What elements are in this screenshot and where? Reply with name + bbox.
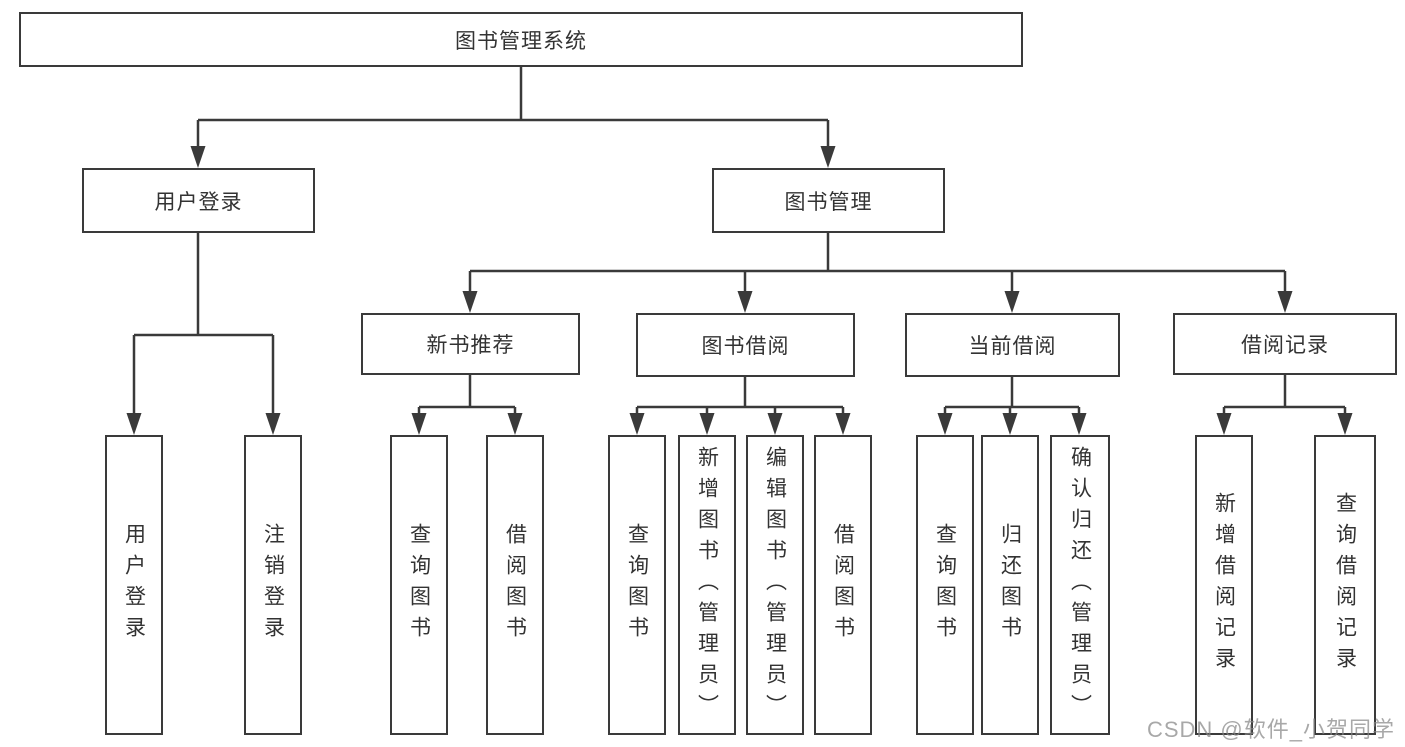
- node-label: 新增借阅记录: [1212, 492, 1236, 678]
- arrowhead-icon: [737, 291, 753, 313]
- node-borrowing-records: 借阅记录: [1173, 313, 1397, 375]
- node-label: 确认归还（管理员）: [1068, 445, 1092, 725]
- leaf-borrow-books: 借阅图书: [814, 435, 872, 735]
- csdn-watermark: CSDN @软件_小贺同学: [1146, 717, 1395, 742]
- leaf-return-books: 归还图书: [981, 435, 1039, 735]
- node-label: 查询图书: [933, 523, 957, 647]
- connector-root-to-level2: [196, 67, 830, 162]
- leaf-confirm-return-admin: 确认归还（管理员）: [1050, 435, 1110, 735]
- arrowhead-icon: [1002, 413, 1018, 435]
- node-new-book-recommend: 新书推荐: [361, 313, 580, 375]
- arrowhead-icon: [820, 146, 836, 168]
- leaf-query-books-recommend: 查询图书: [390, 435, 448, 735]
- node-label: 编辑图书（管理员）: [763, 445, 787, 725]
- arrowhead-icon: [411, 413, 427, 435]
- arrowhead-icon: [1071, 413, 1087, 435]
- node-label: 新增图书（管理员）: [695, 445, 719, 725]
- connector-borrow-record-to-leaves: [1222, 375, 1347, 429]
- arrowhead-icon: [126, 413, 142, 435]
- leaf-add-borrow-record: 新增借阅记录: [1195, 435, 1253, 735]
- arrowhead-icon: [629, 413, 645, 435]
- node-label: 借阅图书: [831, 523, 855, 647]
- node-label: 当前借阅: [968, 335, 1057, 358]
- node-label: 查询图书: [407, 523, 431, 647]
- arrowhead-icon: [1216, 413, 1232, 435]
- arrowhead-icon: [835, 413, 851, 435]
- leaf-query-borrow-record: 查询借阅记录: [1314, 435, 1376, 735]
- node-label: 归还图书: [998, 523, 1022, 647]
- node-label: 借阅记录: [1241, 334, 1329, 357]
- arrowhead-icon: [265, 413, 281, 435]
- node-label: 用户登录: [122, 523, 146, 647]
- leaf-add-books-admin: 新增图书（管理员）: [678, 435, 736, 735]
- node-label: 图书管理系统: [455, 29, 587, 53]
- node-user-login-branch: 用户登录: [82, 168, 315, 233]
- node-label: 图书管理: [784, 190, 873, 214]
- arrowhead-icon: [937, 413, 953, 435]
- leaf-query-books-current: 查询图书: [916, 435, 974, 735]
- arrowhead-icon: [1004, 291, 1020, 313]
- arrowhead-icon: [462, 291, 478, 313]
- node-book-borrowing: 图书借阅: [636, 313, 855, 377]
- leaf-query-books-borrow: 查询图书: [608, 435, 666, 735]
- arrowhead-icon: [699, 413, 715, 435]
- connector-new-book-to-leaves: [417, 375, 517, 429]
- leaf-borrow-books-recommend: 借阅图书: [486, 435, 544, 735]
- arrowhead-icon: [190, 146, 206, 168]
- node-label: 用户登录: [154, 190, 243, 214]
- node-label: 注销登录: [261, 523, 285, 647]
- arrowhead-icon: [767, 413, 783, 435]
- node-book-management-branch: 图书管理: [712, 168, 945, 233]
- node-label: 借阅图书: [503, 523, 527, 647]
- node-root-library-management-system: 图书管理系统: [19, 12, 1023, 67]
- arrowheads: [126, 146, 1353, 435]
- leaf-edit-books-admin: 编辑图书（管理员）: [746, 435, 804, 735]
- arrowhead-icon: [507, 413, 523, 435]
- leaf-user-login: 用户登录: [105, 435, 163, 735]
- node-label: 新书推荐: [426, 334, 515, 357]
- node-label: 查询图书: [625, 523, 649, 647]
- node-current-borrowing: 当前借阅: [905, 313, 1120, 377]
- connector-user-login-to-leaves: [132, 233, 275, 429]
- node-label: 查询借阅记录: [1333, 492, 1357, 678]
- leaf-logout: 注销登录: [244, 435, 302, 735]
- arrowhead-icon: [1277, 291, 1293, 313]
- arrowhead-icon: [1337, 413, 1353, 435]
- node-label: 图书借阅: [701, 335, 790, 358]
- connector-book-mgmt-to-modules: [468, 233, 1287, 307]
- connector-book-borrow-to-leaves: [635, 377, 845, 429]
